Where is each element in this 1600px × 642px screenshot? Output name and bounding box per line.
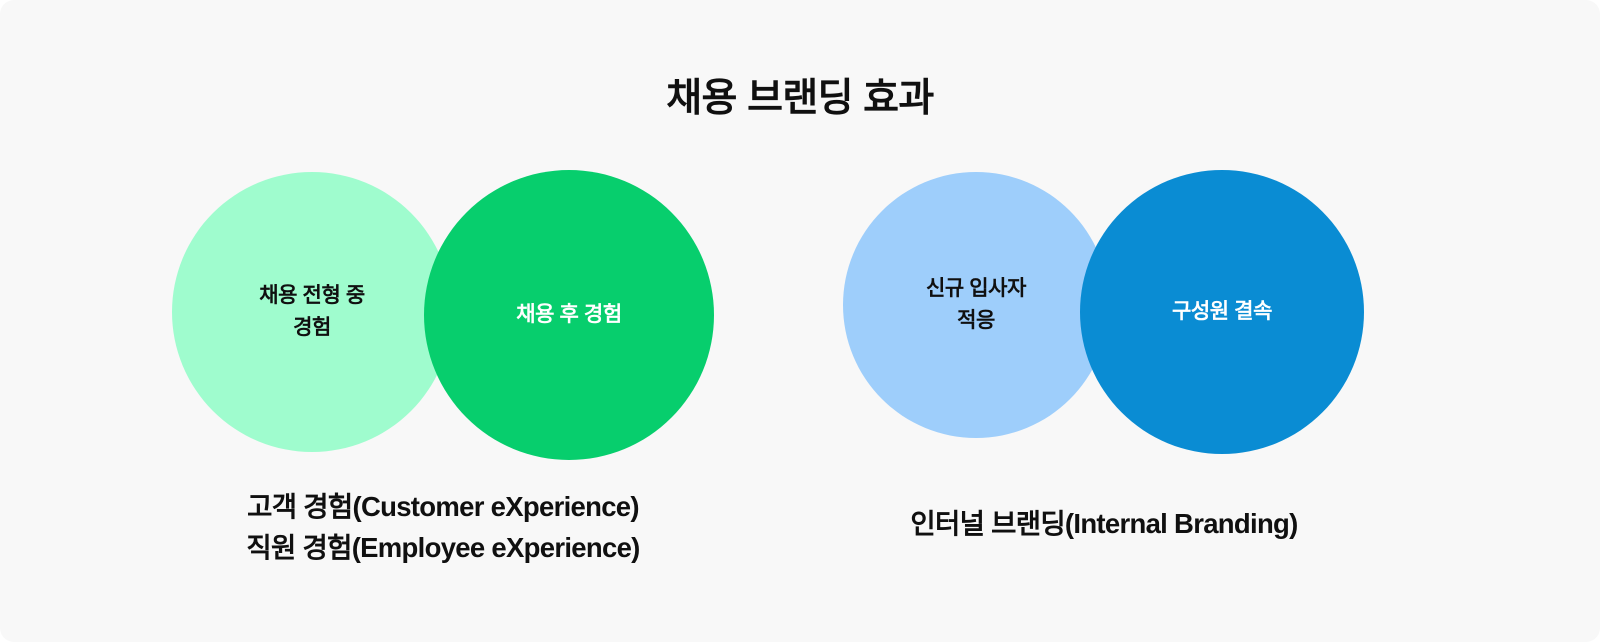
venn-circle-post-hire-experience[interactable]: 채용 후 경험 <box>424 170 714 460</box>
venn-circle-label: 채용 후 경험 <box>516 303 622 326</box>
venn-group-internal-branding: 신규 입사자 적응 구성원 결속 인터널 브랜딩(Internal Brandi… <box>760 0 1600 642</box>
venn-circle-label: 채용 전형 중 경험 <box>259 284 365 339</box>
venn-group-employee-experience: 채용 전형 중 경험 채용 후 경험 고객 경험(Customer eXperi… <box>172 170 714 563</box>
venn-group-caption-internal-branding: 인터널 브랜딩(Internal Branding) <box>910 508 1298 539</box>
venn-circle-recruiting-process-experience[interactable]: 채용 전형 중 경험 <box>172 172 452 452</box>
page-title: 채용 브랜딩 효과 <box>666 77 934 121</box>
venn-circle-label: 구성원 결속 <box>1171 300 1273 323</box>
venn-circle-new-hire-adaptation[interactable]: 신규 입사자 적응 <box>843 172 1109 438</box>
venn-circle-member-cohesion[interactable]: 구성원 결속 <box>1080 170 1364 454</box>
venn-group-caption-employee-experience: 고객 경험(Customer eXperience) 직원 경험(Employe… <box>246 491 640 563</box>
venn-circle-label: 신규 입사자 적응 <box>925 277 1027 332</box>
